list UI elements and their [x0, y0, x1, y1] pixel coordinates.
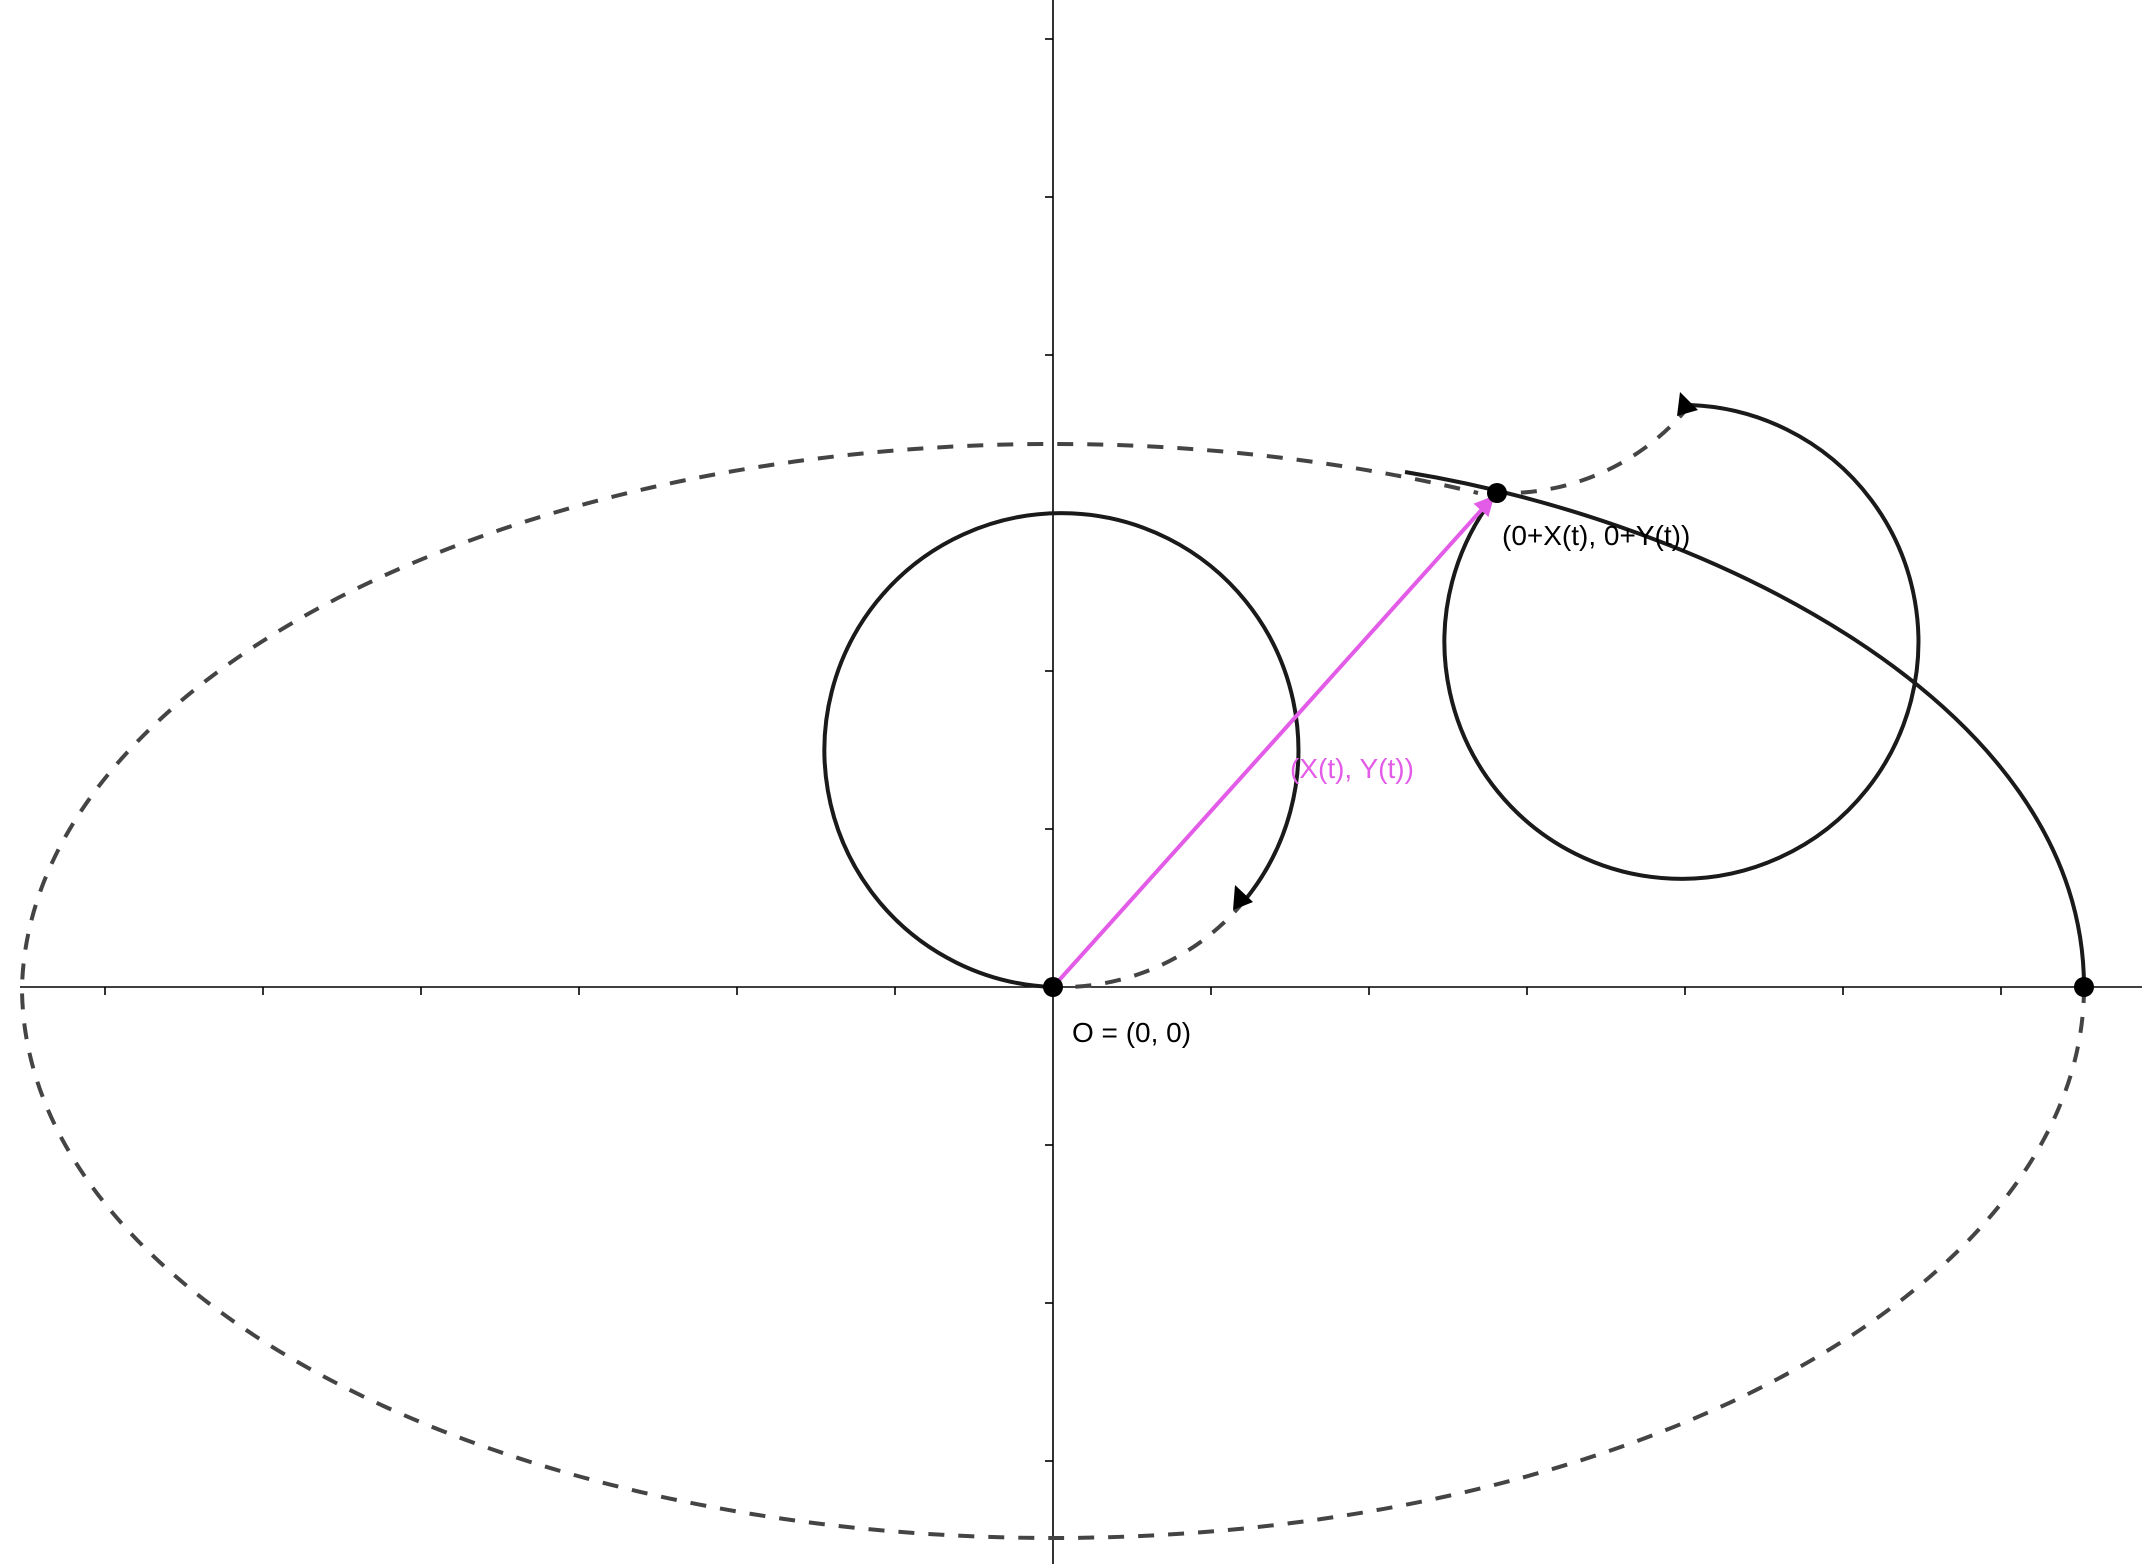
point-marker-icon [1043, 977, 1063, 997]
point-marker-icon [2074, 977, 2094, 997]
origin-circle [822, 511, 1301, 989]
dashed-ellipse [19, 442, 2086, 1540]
moving-circle [1442, 403, 1921, 881]
arrowhead-icon [1233, 885, 1253, 910]
moving-circle-dashed-arc [1496, 403, 1692, 496]
solid-ellipse-arc [1404, 470, 2086, 988]
x-axis-ticks [104, 987, 2002, 995]
arrowhead-icon [1677, 392, 1698, 416]
point-marker-icon [1487, 483, 1507, 503]
origin-label: O = (0, 0) [1072, 1017, 1191, 1048]
position-vector [1051, 495, 1495, 989]
vector-label: (X(t), Y(t)) [1290, 753, 1414, 784]
y-axis-ticks [1045, 38, 1053, 1462]
origin-circle-dashed-arc [1052, 898, 1247, 990]
axes [20, 0, 2142, 1564]
moving-point-label: (0+X(t), 0+Y(t)) [1502, 520, 1690, 551]
